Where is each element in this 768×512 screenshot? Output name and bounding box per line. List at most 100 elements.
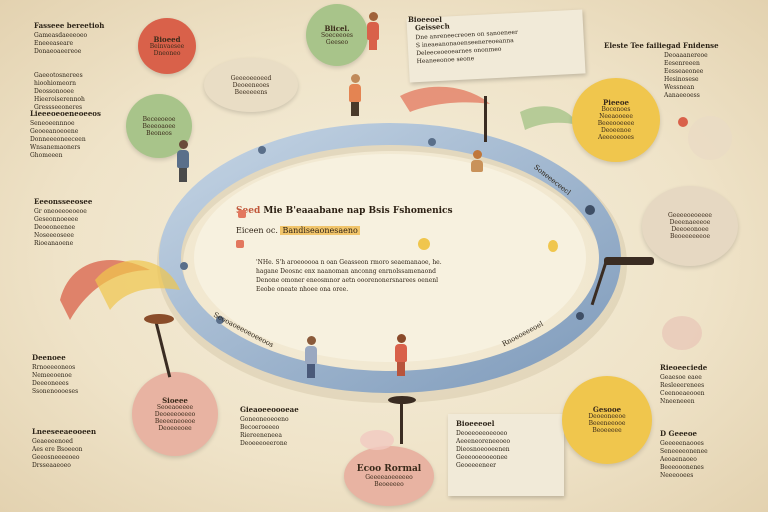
person-figure: [176, 140, 190, 182]
left-note-line: Donaeoaeereoe: [34, 48, 82, 55]
ring-tack: [428, 138, 436, 146]
right-note: Rieoeeciede Geaesoe eaee Resleeerenees C…: [660, 364, 740, 406]
person-figure: [348, 74, 362, 116]
left-note-line: Ssonenoooeses: [32, 388, 79, 395]
swoosh-left: [60, 260, 150, 320]
bubble-line: Beoeeeeeeoe: [669, 233, 711, 240]
right-note-line: Seneeeeonenee: [660, 448, 708, 455]
top-right-line: Wessnean: [664, 84, 695, 91]
left-note-heading: Eeeonsseeosee: [34, 198, 93, 206]
pin-post: [484, 96, 487, 142]
right-note-line: Beeeooonenes: [660, 464, 704, 471]
bubble-title: Pieeoe: [603, 98, 629, 107]
left-note-line: Eneeeaseare: [34, 40, 74, 47]
left-note-line: Deoeoneenee: [34, 224, 76, 231]
bubble-red-top-left: Bioeed Beinvaesee Dneoneo: [138, 18, 196, 74]
left-note-line: Ghomeeen: [30, 152, 63, 159]
bottom-note-line: Deoeeeoeerone: [240, 440, 288, 447]
bubble-line: Dneoneo: [153, 49, 181, 57]
left-note-line: Noseeeoseee: [34, 232, 74, 239]
bubble-line: Aeeeoeooes: [597, 134, 634, 141]
left-note-heading: Fasseee bereetioh: [34, 22, 105, 30]
right-note-line: Geaesoe eaee: [660, 374, 702, 381]
left-note: Eeeonsseeosee Gr oneoeeoeoeoe Geseonnoee…: [34, 198, 128, 248]
pin-head: [604, 257, 654, 265]
pin-post: [400, 398, 403, 444]
bubble-line: Deoeeeoeeeo: [154, 410, 196, 418]
left-note-line: Geaeeeenoed: [32, 438, 73, 445]
ring-tack: [216, 316, 224, 324]
bubble-line: Beoeeeee: [592, 427, 622, 434]
top-right-heading: Eleste Tee failiegad Fnidense: [604, 42, 719, 50]
center-subtitle-highlight: Bandiseaonesaeno: [280, 226, 360, 235]
top-right-line: Hesinosese: [664, 76, 699, 83]
left-note: Deenoee Rrnoeeeoneos Nemeeoenoe Deeeonee…: [32, 354, 122, 396]
bottom-paper-note: Bioeeeoel Deoeeoeeoeeoeo Aeeeneoreneeoeo…: [448, 414, 564, 496]
pin-head: [144, 314, 174, 324]
center-title: Seed Mie B'eaaabane nap Bsis Fshomenics: [236, 206, 453, 216]
accent-chip: [548, 240, 558, 252]
swoosh-top: [400, 86, 490, 112]
center-subtitle: Eiceen oc. Bandiseaonesaeno: [236, 226, 360, 235]
decorative-circle: [360, 430, 394, 450]
left-note-heading: Lneeseeaeooeen: [32, 428, 97, 436]
left-note-line: Geoeeanoeoene: [30, 128, 79, 135]
left-note: Lieeeoeoeneoeeos Seneoeennnoe Geoeeanoeo…: [30, 110, 114, 160]
person-figure: [304, 336, 318, 378]
left-note-line: Hieeroiserennoh: [34, 96, 85, 103]
right-note-line: Resleeerenees: [660, 382, 705, 389]
left-note-line: Geeosneeeeoeo: [32, 454, 80, 461]
right-note-line: Geeeeenaooes: [660, 440, 704, 447]
bubble-line: Seoeaoeeee: [156, 403, 194, 411]
ring-tack: [180, 262, 188, 270]
person-figure: [470, 150, 484, 172]
left-note-line: hioohiomeorn: [34, 80, 76, 87]
bubble-title: Bioeed: [153, 34, 181, 44]
bubble-line: Beeeooeeee: [597, 120, 635, 127]
right-note: D Geeeoe Geeeeenaooes Seneeeeonenee Aeoa…: [660, 430, 740, 480]
bottom-note-line: Dieosnoeooeenen: [456, 446, 510, 453]
bottom-note-line: Aeeeneoreneeoeo: [456, 438, 511, 445]
bottom-note-line: Geoeeeeneer: [456, 462, 496, 469]
bubble-cream-right: Geeeeoeoeeee Deeenaeeeoe Deeoeonoee Beoe…: [642, 186, 738, 266]
left-note-line: Rrnoeeeoneos: [32, 364, 76, 371]
center-subtitle-a: Eiceen oc.: [236, 226, 278, 235]
bubble-line: Beeeeeens: [234, 88, 268, 96]
bubble-yellow-bottom-right: Gesooe Deoeoneeoe Beeeneeooe Beoeeeee: [562, 376, 652, 464]
left-note-heading: Lieeeoeoeneoeeos: [30, 110, 101, 118]
swoosh-left-2: [95, 260, 180, 310]
process-ring-inner: [194, 154, 586, 362]
decorative-circle: [688, 116, 732, 160]
accent-chip: [418, 238, 430, 250]
bubble-line: Geeeeaoeeeeeo: [365, 474, 413, 481]
left-note-line: Drsseaaeoeo: [32, 462, 71, 469]
top-right-note: Eleste Tee failiegad Fnidense Deoaaanere…: [604, 42, 734, 100]
left-note-line: Gressseeoneres: [34, 104, 83, 111]
bottom-note: Gieaoeeoooeae Goneoneoeoeno Becoeroeeeo …: [240, 406, 332, 448]
right-note-line: Aeoaenaoeo: [660, 456, 697, 463]
bubble-yellow-top-right: Pieeoe Bocenoes Neeaooeee Beeeooeeee Deo…: [572, 78, 660, 162]
decorative-circle: [662, 316, 702, 350]
top-right-line: Deoaaanereoe: [664, 52, 708, 59]
center-body-line: Denone omoner eneosmnor aetn ooorenoners…: [256, 277, 439, 284]
swoosh-right: [520, 106, 578, 130]
person-figure: [366, 12, 380, 50]
top-right-line: Aanaeeoess: [664, 92, 700, 99]
right-note-heading: Rieoeeciede: [660, 364, 708, 372]
top-center-heading: Bioeeoel: [408, 16, 442, 24]
person-figure: [394, 334, 408, 376]
bubble-title: Ecoo Rormal: [356, 464, 422, 474]
bottom-note-line: Deoeeoeeoeeoeo: [456, 430, 508, 437]
left-note-line: Gameasdaeeeoeo: [34, 32, 88, 39]
bubble-line: Deoeeneoes: [232, 81, 270, 89]
bubble-line: Beeeneeooe: [588, 420, 626, 427]
bubble-green-top: Blicel. Soeceeoes Geeseo: [306, 4, 368, 66]
center-body: 'NHe. S'h aroeooooa n oan Geasseon rmoro…: [256, 258, 526, 294]
bottom-note-heading: Gieaoeeoooeae: [240, 406, 299, 414]
center-title-accent: Seed: [236, 206, 261, 216]
bottom-note-line: Goneoneoeoeno: [240, 416, 289, 423]
bubble-line: Geeeeoeoeeee: [668, 212, 712, 219]
top-right-line: Eesseaeonee: [664, 68, 704, 75]
